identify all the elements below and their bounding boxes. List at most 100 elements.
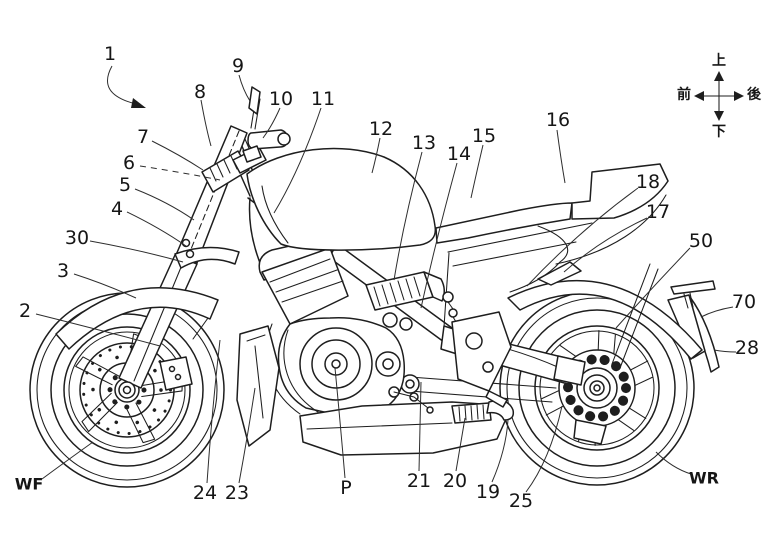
ref-label-18: 18 bbox=[636, 171, 660, 193]
leader-4 bbox=[126, 211, 187, 247]
arrowhead-1 bbox=[131, 98, 146, 108]
ref-label-3: 3 bbox=[57, 260, 69, 282]
footpeg bbox=[485, 390, 508, 408]
leader-23 bbox=[238, 387, 256, 484]
leader-17 bbox=[563, 217, 648, 273]
reference-labels: 1 9 8 10 11 12 13 14 15 16 7 6 5 4 30 3 … bbox=[15, 43, 759, 512]
fork-centerline bbox=[186, 130, 240, 260]
ref-label-wr: WR bbox=[689, 469, 719, 488]
leader-14 bbox=[420, 162, 458, 309]
subframe bbox=[443, 222, 593, 328]
rear-shock bbox=[365, 271, 434, 311]
ref-label-11: 11 bbox=[311, 88, 335, 110]
bracket-blade bbox=[174, 246, 240, 269]
ref-label-1: 1 bbox=[104, 43, 116, 65]
ref-label-7: 7 bbox=[137, 126, 149, 148]
leader-12 bbox=[371, 137, 381, 174]
ref-label-14: 14 bbox=[447, 143, 471, 165]
leader-wf bbox=[41, 441, 94, 480]
leader-lines bbox=[35, 65, 737, 493]
ref-label-30: 30 bbox=[65, 227, 89, 249]
ref-label-2: 2 bbox=[19, 300, 31, 322]
ref-label-19: 19 bbox=[476, 481, 500, 503]
fender-stay bbox=[611, 263, 659, 369]
leader-10 bbox=[262, 107, 281, 139]
compass-arrow-up bbox=[714, 71, 724, 81]
brake-disc bbox=[79, 342, 175, 438]
clamp-bolt-b bbox=[185, 249, 195, 259]
ref-label-p: P bbox=[340, 477, 351, 499]
leader-21 bbox=[418, 381, 422, 472]
leader-30 bbox=[89, 240, 184, 263]
bodywork bbox=[246, 147, 669, 293]
ref-label-8: 8 bbox=[194, 81, 206, 103]
ref-label-70: 70 bbox=[732, 291, 756, 313]
ref-label-50: 50 bbox=[689, 230, 713, 252]
ref-label-20: 20 bbox=[443, 470, 467, 492]
ref-label-24: 24 bbox=[193, 482, 217, 504]
orientation-compass: 上 下 前 後 bbox=[677, 53, 762, 140]
ref-label-28: 28 bbox=[735, 337, 759, 359]
leader-wr bbox=[655, 451, 692, 475]
ref-label-9: 9 bbox=[232, 55, 244, 77]
plate-bracket-wing bbox=[670, 280, 716, 295]
leader-7 bbox=[151, 140, 204, 171]
compass-label-up: 上 bbox=[712, 53, 726, 69]
ref-label-12: 12 bbox=[369, 118, 393, 140]
ref-label-wf: WF bbox=[15, 475, 44, 494]
ref-label-25: 25 bbox=[509, 490, 533, 512]
compass-label-front: 前 bbox=[677, 86, 691, 103]
tail-cowl bbox=[571, 163, 669, 220]
seat bbox=[435, 202, 573, 244]
leader-16 bbox=[556, 129, 566, 184]
leader-70 bbox=[700, 306, 734, 318]
leader-24 bbox=[206, 339, 221, 484]
crankcase bbox=[277, 316, 406, 417]
ref-label-4: 4 bbox=[111, 198, 123, 220]
ref-label-13: 13 bbox=[412, 132, 436, 154]
ref-label-16: 16 bbox=[546, 109, 570, 131]
axle-adjuster bbox=[553, 355, 586, 386]
leader-2 bbox=[35, 313, 161, 347]
leader-5 bbox=[134, 188, 195, 221]
lower-cowl bbox=[236, 325, 280, 447]
cylinder-block bbox=[261, 247, 349, 325]
rear-wheel bbox=[499, 290, 695, 486]
fuel-tank bbox=[246, 147, 437, 251]
leader-11 bbox=[273, 107, 322, 214]
compass-arrow-front bbox=[694, 91, 704, 101]
compass-arrow-down bbox=[714, 111, 724, 121]
compass-label-rear: 後 bbox=[747, 86, 762, 103]
leader-28 bbox=[713, 349, 737, 353]
leader-p bbox=[334, 367, 346, 479]
front-fork-assembly bbox=[55, 86, 291, 399]
fender-front-fin bbox=[537, 261, 582, 286]
leader-15 bbox=[470, 144, 484, 199]
leader-9 bbox=[238, 74, 251, 102]
leader-19 bbox=[491, 419, 509, 483]
rear-caliper bbox=[573, 419, 607, 445]
rear-fender bbox=[507, 279, 703, 360]
leader-1 bbox=[107, 65, 137, 105]
leader-18 bbox=[526, 187, 639, 287]
ref-label-6: 6 bbox=[123, 152, 135, 174]
leader-8 bbox=[200, 99, 212, 147]
front-caliper bbox=[159, 356, 193, 391]
leader-20 bbox=[455, 417, 466, 472]
leader-3 bbox=[73, 273, 137, 299]
ref-label-15: 15 bbox=[472, 125, 496, 147]
leader-13 bbox=[393, 151, 423, 281]
ref-label-17: 17 bbox=[646, 201, 670, 223]
footpeg-bracket bbox=[451, 311, 512, 392]
leader-50 bbox=[615, 247, 691, 329]
ref-label-5: 5 bbox=[119, 174, 131, 196]
ref-label-21: 21 bbox=[407, 470, 431, 492]
switch-block bbox=[242, 145, 262, 163]
ref-label-23: 23 bbox=[225, 482, 249, 504]
compass-arrow-rear bbox=[734, 91, 744, 101]
front-fender bbox=[55, 287, 219, 350]
compass-label-down: 下 bbox=[712, 124, 726, 140]
leader-25 bbox=[525, 405, 563, 493]
